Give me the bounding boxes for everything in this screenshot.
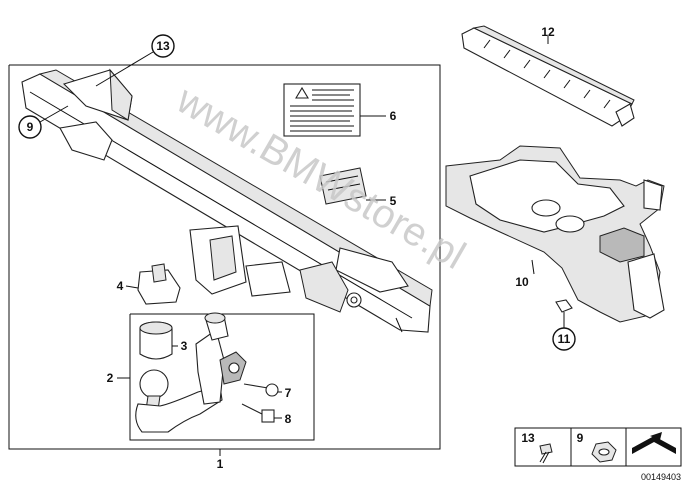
main-frame — [8, 64, 441, 456]
nut-icon — [591, 441, 617, 463]
label-5: 5 — [390, 194, 397, 208]
callout-9: 9 — [18, 105, 69, 139]
callout-11-label: 11 — [558, 332, 571, 346]
wrench-shape-icon — [632, 432, 676, 454]
warning-label-part-6 — [283, 83, 386, 137]
label-4: 4 — [117, 279, 124, 293]
ball-frame — [117, 313, 315, 441]
label-7: 7 — [285, 386, 292, 400]
crossmember-beam — [21, 68, 433, 333]
key-part-8 — [241, 403, 282, 423]
legend-box: 13 9 — [514, 427, 682, 467]
ball-cap-part-3 — [139, 321, 178, 360]
legend-label-9: 9 — [577, 431, 584, 445]
bolt-icon — [539, 443, 553, 464]
callout-11: 11 — [552, 327, 576, 351]
callout-13: 13 — [95, 34, 175, 87]
tow-ball-assembly — [135, 312, 247, 433]
foam-tray-part-10 — [445, 145, 665, 323]
label-10: 10 — [515, 275, 529, 289]
callout-13-label: 13 — [156, 39, 170, 53]
label-3: 3 — [181, 339, 188, 353]
label-6: 6 — [390, 109, 397, 123]
legend-label-13: 13 — [521, 431, 535, 445]
clip-part-11 — [555, 299, 573, 328]
cover-plate-part-5 — [319, 167, 386, 205]
label-2: 2 — [107, 371, 114, 385]
key-part-7 — [243, 383, 282, 397]
label-8: 8 — [285, 412, 292, 426]
callout-9-label: 9 — [27, 120, 34, 134]
rail-part-12 — [461, 25, 635, 127]
diagram-number: 00149403 — [641, 472, 681, 482]
bracket-part-4 — [125, 263, 181, 305]
label-12: 12 — [541, 25, 555, 39]
label-1: 1 — [217, 457, 224, 471]
